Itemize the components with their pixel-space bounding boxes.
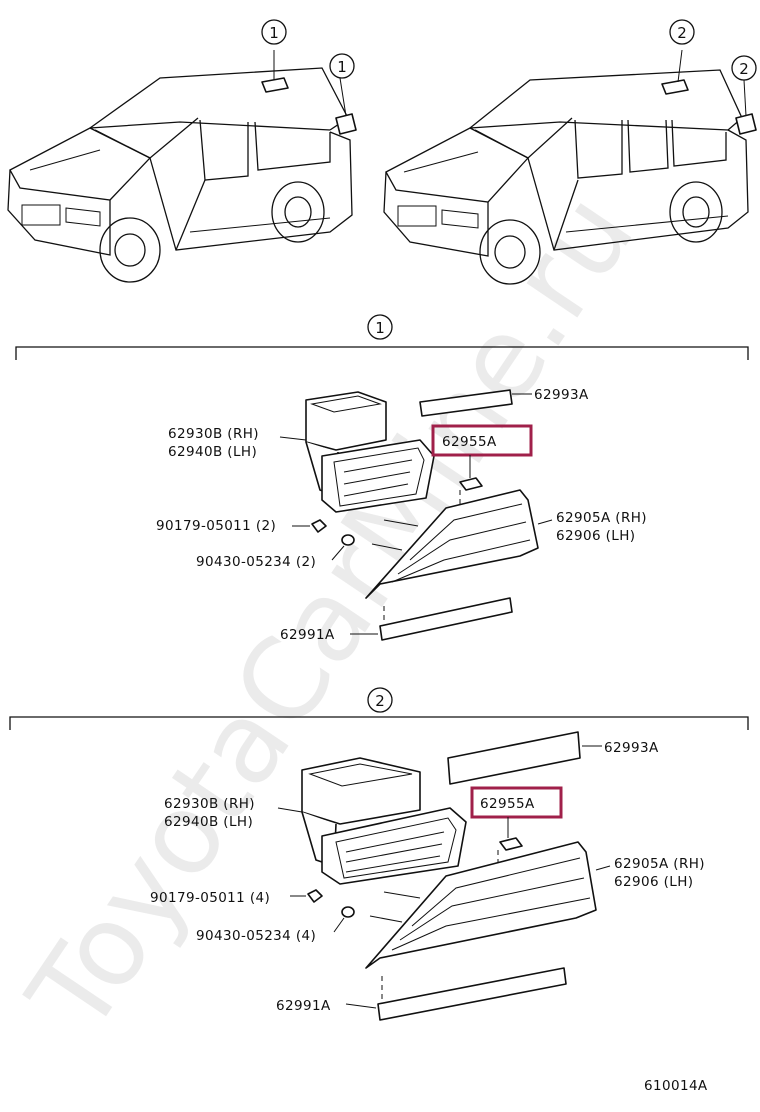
- vehicle-5door-illustration: [383, 49, 757, 285]
- grille-part: [365, 489, 539, 599]
- grille-part: [365, 841, 597, 969]
- label-90430-05234: 90430-05234 (4): [196, 928, 316, 944]
- clip-part: [499, 837, 523, 851]
- section-1: 1 62993A 62930B (RH) 62940B (LH) 62955A: [15, 314, 749, 643]
- watermark: ToyotaCarMine.ru: [4, 171, 659, 1056]
- svg-text:2: 2: [677, 24, 687, 42]
- clip-part: [459, 477, 483, 491]
- label-90430-05234: 90430-05234 (2): [196, 554, 316, 570]
- label-62940b-lh: 62940B (LH): [164, 814, 253, 830]
- screw-part: [307, 889, 323, 903]
- label-62940b-lh: 62940B (LH): [168, 444, 257, 460]
- bottom-strip-part: [377, 967, 567, 1021]
- highlight-62955a: [470, 786, 563, 819]
- top-strip-part: [419, 389, 513, 417]
- label-62906-lh: 62906 (LH): [556, 528, 635, 544]
- label-62906-lh: 62906 (LH): [614, 874, 693, 890]
- label-62905a-rh: 62905A (RH): [614, 856, 705, 872]
- callout-1-roof: 1: [261, 19, 287, 45]
- svg-text:2: 2: [739, 60, 749, 78]
- label-62991a: 62991A: [280, 627, 335, 643]
- label-90179-05011: 90179-05011 (2): [156, 518, 276, 534]
- callout-2-rear: 2: [731, 55, 757, 81]
- diagram-code: 610014A: [644, 1078, 708, 1094]
- svg-text:1: 1: [375, 319, 385, 337]
- section-1-marker: 1: [367, 314, 393, 340]
- nut-part: [341, 906, 355, 918]
- label-62905a-rh: 62905A (RH): [556, 510, 647, 526]
- svg-text:2: 2: [375, 692, 385, 710]
- svg-text:1: 1: [269, 24, 279, 42]
- label-62955a: 62955A: [442, 434, 497, 450]
- bottom-strip-part: [379, 597, 513, 641]
- callout-1-rear: 1: [329, 53, 355, 79]
- section-2-bracket: [9, 716, 749, 730]
- label-62930b-rh: 62930B (RH): [164, 796, 255, 812]
- label-90179-05011: 90179-05011 (4): [150, 890, 270, 906]
- callout-2-roof: 2: [669, 19, 695, 45]
- label-62930b-rh: 62930B (RH): [168, 426, 259, 442]
- label-62955a: 62955A: [480, 796, 535, 812]
- label-62991a: 62991A: [276, 998, 331, 1014]
- nut-part: [341, 534, 355, 546]
- label-62993a: 62993A: [604, 740, 659, 756]
- duct-part: [301, 757, 467, 885]
- duct-part: [305, 391, 435, 513]
- highlight-62955a: [431, 424, 533, 457]
- section-1-bracket: [15, 346, 749, 360]
- vehicle-3door-illustration: [7, 50, 357, 283]
- screw-part: [311, 519, 327, 533]
- section-2: 2 62993A 62930B (RH) 62940B (LH) 62955A …: [9, 687, 749, 1021]
- section-2-marker: 2: [367, 687, 393, 713]
- svg-text:1: 1: [337, 58, 347, 76]
- label-62993a: 62993A: [534, 387, 589, 403]
- top-strip-part: [447, 731, 581, 785]
